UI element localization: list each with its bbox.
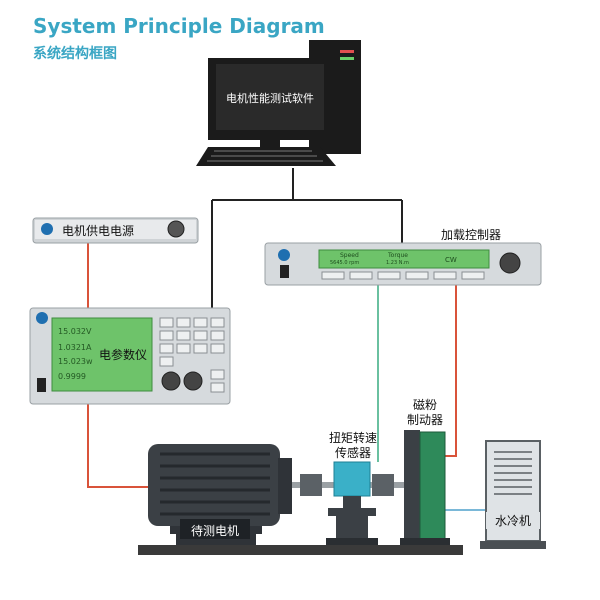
controller-buttons (321, 271, 485, 280)
sensor-head (333, 461, 371, 497)
pc-tower-light-green (340, 57, 354, 60)
motor-fins (160, 452, 270, 516)
computer (196, 40, 361, 166)
chiller-label: 水冷机 (486, 512, 540, 529)
chiller-base (480, 541, 546, 549)
brake-label-line2: 制动器 (406, 413, 443, 427)
coupling-2 (372, 474, 394, 496)
meter-keypad (159, 317, 225, 393)
keyboard-keys (207, 150, 323, 162)
brake-label-line1: 磁粉 (412, 398, 437, 412)
sensor-stand (336, 516, 368, 538)
water-chiller (480, 440, 546, 549)
powder-brake (400, 430, 450, 545)
wire-controller-to-brake (445, 283, 457, 457)
test-bench-base (138, 545, 463, 555)
pc-tower-light-red (340, 50, 354, 53)
monitor-screen (216, 64, 324, 130)
coupling-1 (300, 474, 322, 496)
sensor-neck (343, 496, 361, 508)
brake-base (400, 538, 450, 545)
sensor-stand-top (328, 508, 376, 516)
torque-sensor (326, 461, 378, 545)
power-supply-label: 电机供电电源 (62, 224, 135, 238)
torque-sensor-label: 扭矩转速 传感器 (318, 431, 388, 461)
psu-face (35, 220, 196, 239)
meter-switch (37, 378, 46, 392)
power-meter: 15.032V 1.0321A 15.023w 0.9999 (29, 307, 231, 405)
brake-body (419, 431, 446, 541)
test-motor (148, 444, 292, 545)
controller-display (318, 249, 490, 269)
meter-reading-voltage: 15.032V (58, 327, 92, 336)
torque-sensor-label-line2: 传感器 (334, 446, 371, 460)
motor-label-box (180, 519, 250, 539)
psu-logo-icon (41, 223, 53, 235)
meter-display (51, 317, 153, 392)
sensor-stand-base (326, 538, 378, 545)
controller-display-torque-label: Torque (387, 252, 408, 259)
diagram-title-cn: 系统结构框图 (33, 46, 117, 62)
load-controller: Speed 5645.0 rpm Torque 1.23 N.m CW (264, 242, 542, 286)
power-meter-label: 电参数仪 (99, 348, 148, 362)
load-controller-label: 加载控制器 (441, 228, 502, 242)
motor-pedestal (176, 534, 256, 545)
brake-label: 磁粉 制动器 (396, 398, 454, 428)
meter-knob-right (183, 371, 203, 391)
torque-sensor-label-line1: 扭矩转速 (328, 431, 377, 445)
controller-display-mode: CW (445, 256, 457, 264)
motor-label: 待测电机 (190, 524, 239, 538)
meter-reading-current: 1.0321A (58, 343, 92, 352)
controller-knob (499, 252, 521, 274)
chiller-vents (494, 451, 532, 495)
power-supply (32, 217, 199, 244)
brake-frame (404, 430, 420, 542)
meter-logo-icon (36, 312, 48, 324)
controller-display-torque-value: 1.23 N.m (386, 260, 409, 266)
motor-flange (278, 458, 292, 514)
psu-knob (167, 220, 185, 238)
controller-logo-icon (278, 249, 290, 261)
diagram-title-en: System Principle Diagram (33, 14, 325, 38)
wire-meter-to-motor (87, 400, 148, 488)
monitor-screen-text: 电机性能测试软件 (226, 92, 314, 105)
meter-reading-pf: 0.9999 (58, 372, 86, 381)
controller-switch (280, 265, 289, 278)
monitor-stand (260, 140, 280, 147)
controller-display-speed-label: Speed (340, 252, 359, 259)
meter-knob-left (161, 371, 181, 391)
controller-display-speed-value: 5645.0 rpm (330, 260, 359, 266)
meter-reading-power: 15.023w (58, 357, 93, 366)
wires (87, 168, 486, 511)
